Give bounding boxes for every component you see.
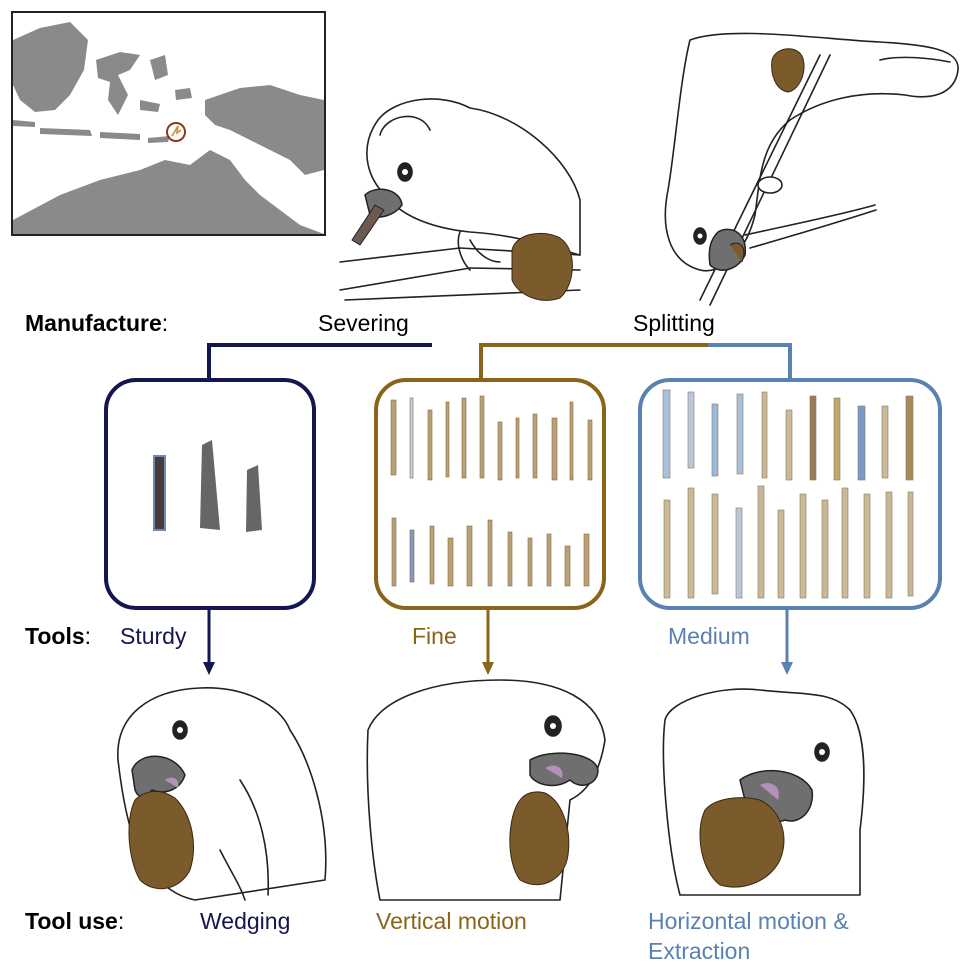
tool-fine-label: Fine — [412, 623, 457, 649]
splitting-label: Splitting — [633, 310, 715, 336]
use-vertical-label: Vertical motion — [376, 908, 527, 934]
use-wedging-label: Wedging — [200, 908, 291, 934]
use-horizontal-label-line1: Horizontal motion & — [648, 908, 849, 934]
tool-medium-label: Medium — [668, 623, 750, 649]
severing-label: Severing — [318, 310, 409, 336]
splitting-medium-connector — [708, 343, 792, 380]
severing-connector — [207, 343, 432, 385]
use-horizontal-label-line2: Extraction — [648, 938, 751, 964]
splitting-fine-connector — [479, 343, 708, 380]
tools-heading: Tools: — [25, 623, 92, 649]
tooluse-heading: Tool use: — [25, 908, 125, 934]
tool-sturdy-label: Sturdy — [120, 623, 187, 649]
manufacture-heading: Manufacture: — [25, 310, 169, 336]
